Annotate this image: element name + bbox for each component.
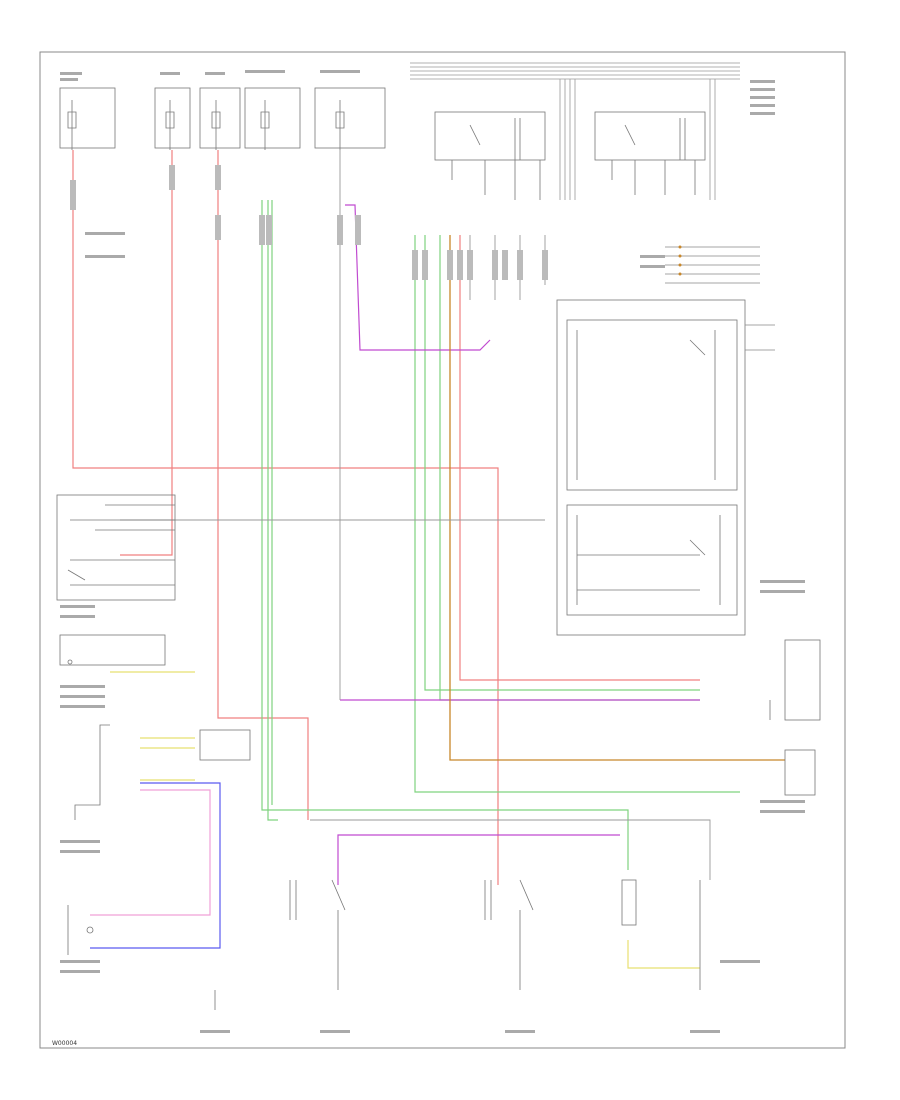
wire-green (261, 200, 740, 870)
wire-red (72, 150, 700, 885)
small-switch (59, 634, 166, 666)
left-connector-block (67, 724, 251, 955)
diagram-border (39, 51, 846, 1049)
diagram-reference-id: W00004 (52, 1040, 77, 1047)
wire-yellow (110, 671, 700, 969)
fuse-block-2 (154, 87, 191, 150)
bottom-switches (214, 879, 701, 1010)
right-connector-pins (665, 246, 775, 351)
fuse-block-5 (314, 87, 386, 150)
fuse-block-4 (244, 87, 301, 150)
relay-1 (434, 111, 546, 200)
wire-pink-blue (90, 782, 221, 949)
fuse-block-1 (59, 87, 116, 150)
control-module-box (556, 299, 746, 636)
connector-dots (678, 245, 682, 276)
wire-connectors (70, 165, 548, 280)
label-marks (60, 70, 805, 1033)
right-lower-components (769, 639, 821, 796)
wire-purple (337, 204, 700, 885)
fuse-block-3 (199, 87, 241, 150)
relay-2 (594, 111, 706, 195)
wire-orange (449, 235, 785, 761)
left-switch-assembly (56, 494, 176, 601)
top-bus-lines (410, 62, 740, 200)
